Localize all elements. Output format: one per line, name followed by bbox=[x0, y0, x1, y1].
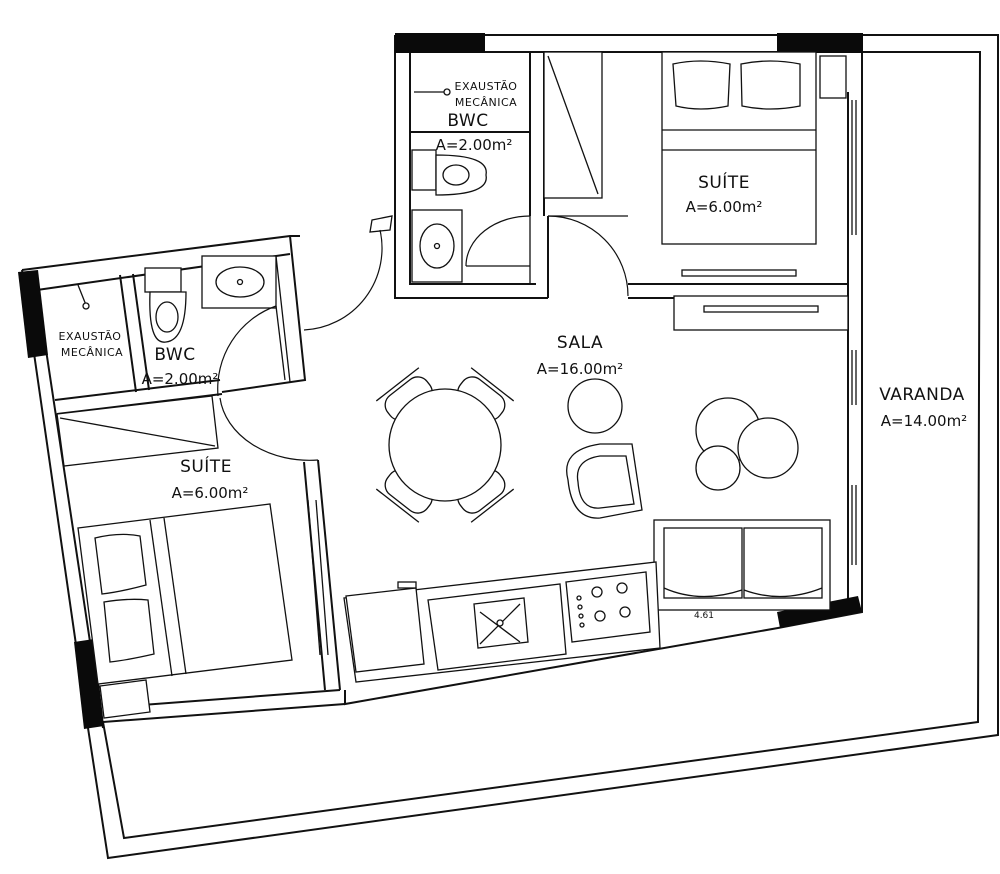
varanda-outline bbox=[87, 34, 999, 860]
varanda-name: VARANDA bbox=[879, 385, 965, 405]
suite-top-area: A=6.00m² bbox=[686, 198, 763, 216]
dimension-note: 4.61 bbox=[694, 611, 714, 621]
burner-icons bbox=[576, 582, 631, 628]
room-labels: EXAUSTÃO MECÂNICA BWC A=2.00m² SUÍTE A=6… bbox=[59, 80, 968, 621]
lounge-furniture bbox=[566, 350, 857, 611]
bwc-top-note-line2: MECÂNICA bbox=[455, 96, 517, 109]
varanda-area: A=14.00m² bbox=[881, 412, 967, 430]
bwc-top-area: A=2.00m² bbox=[436, 136, 513, 154]
sala-name: SALA bbox=[557, 333, 603, 353]
bwc-top-note-line1: EXAUSTÃO bbox=[455, 80, 518, 93]
structural-pillars bbox=[18, 33, 863, 729]
bwc-left-note-line1: EXAUSTÃO bbox=[59, 330, 122, 343]
suite-top bbox=[543, 51, 857, 331]
dining-set bbox=[375, 367, 515, 523]
bwc-top-name: BWC bbox=[447, 111, 488, 131]
bwc-left-name: BWC bbox=[154, 345, 195, 365]
bwc-left-note-line2: MECÂNICA bbox=[61, 346, 123, 359]
suite-top-name: SUÍTE bbox=[698, 171, 750, 193]
bwc-left-area: A=2.00m² bbox=[142, 370, 219, 388]
sala-entry-door bbox=[303, 215, 393, 331]
bwc-left bbox=[54, 235, 307, 415]
suite-left bbox=[56, 395, 341, 719]
kitchen-counter bbox=[343, 561, 661, 683]
suite-left-name: SUÍTE bbox=[180, 455, 232, 477]
suite-left-area: A=6.00m² bbox=[172, 484, 249, 502]
sala-area: A=16.00m² bbox=[537, 360, 623, 378]
bwc-top bbox=[410, 52, 545, 284]
